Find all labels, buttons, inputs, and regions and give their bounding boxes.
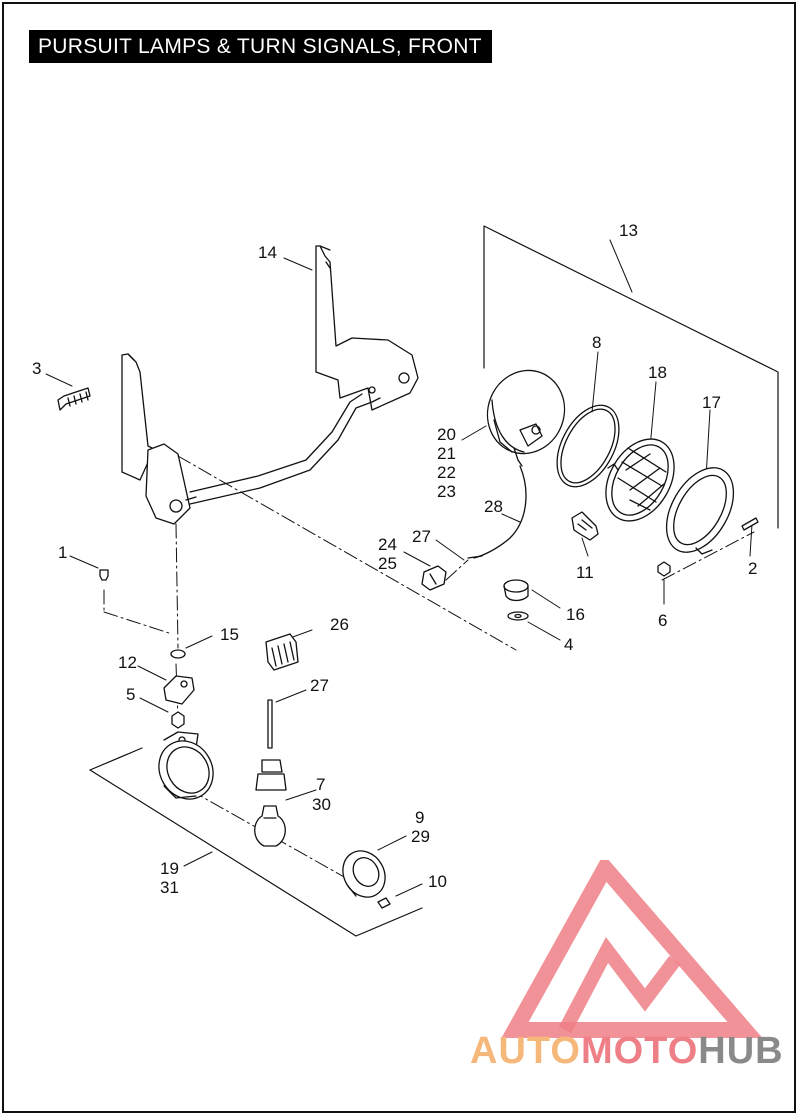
screw-2 (741, 517, 759, 531)
callout-13: 13 (619, 221, 638, 240)
callout-21: 21 (437, 444, 456, 463)
grommet-16 (503, 579, 529, 602)
nut-6 (657, 561, 671, 577)
callout-7: 7 (316, 775, 325, 794)
turn-signal-housing-19 (158, 731, 214, 800)
socket-7 (255, 699, 287, 791)
callout-10: 10 (428, 872, 447, 891)
lamp-housing-20 (486, 369, 566, 467)
callout-30: 30 (312, 795, 331, 814)
connector-24 (421, 565, 447, 591)
callout-22: 22 (437, 463, 456, 482)
callout-1: 1 (58, 543, 67, 562)
callout-9: 9 (415, 808, 424, 827)
watermark-text: AUTOMOTOHUB (470, 1030, 784, 1073)
callout-28: 28 (484, 497, 503, 516)
callout-8: 8 (592, 333, 601, 352)
callout-6: 6 (658, 611, 667, 630)
callout-17: 17 (702, 393, 721, 412)
callout-31: 31 (160, 878, 179, 897)
clamp-12 (163, 675, 195, 705)
callout-24: 24 (378, 535, 397, 554)
callout-2: 2 (748, 559, 757, 578)
page-title: PURSUIT LAMPS & TURN SIGNALS, FRONT (29, 30, 492, 63)
callout-18: 18 (648, 363, 667, 382)
trim-ring-17 (665, 467, 735, 555)
callout-5: 5 (126, 685, 135, 704)
washer-15 (170, 649, 186, 659)
screw-1 (99, 569, 109, 581)
callout-25: 25 (378, 554, 397, 573)
callout-4: 4 (564, 635, 573, 654)
callout-3: 3 (32, 359, 41, 378)
gasket-8 (556, 404, 620, 488)
callout-29: 29 (411, 827, 430, 846)
callout-12: 12 (118, 653, 137, 672)
watermark-logo-icon (501, 860, 763, 1038)
mounting-bracket (121, 245, 419, 525)
callout-20: 20 (437, 425, 456, 444)
lens-9 (342, 850, 386, 898)
washer-4 (507, 611, 529, 621)
group-bracket-19 (89, 747, 423, 937)
callout-14: 14 (258, 243, 277, 262)
callout-27-lower: 27 (310, 676, 329, 695)
bolt-3 (57, 387, 91, 411)
callout-23: 23 (437, 482, 456, 501)
callout-16: 16 (566, 605, 585, 624)
center-lines (103, 455, 755, 879)
group-bracket-13 (483, 225, 779, 529)
callout-11: 11 (576, 563, 594, 582)
screw-10 (377, 897, 391, 909)
watermark-text-hub: HUB (698, 1030, 784, 1072)
lens-18 (605, 438, 675, 522)
watermark-text-moto: MOTO (580, 1030, 699, 1072)
bulb-30 (254, 805, 286, 847)
wire-harness-28 (467, 465, 527, 559)
callout-26: 26 (330, 615, 349, 634)
bulb-11 (571, 511, 599, 541)
callout-labels: 14 3 13 8 18 17 20 21 22 23 28 27 24 25 … (32, 221, 757, 897)
connector-26 (265, 633, 299, 671)
watermark-text-auto: AUTO (470, 1030, 581, 1072)
callout-19: 19 (160, 859, 179, 878)
leader-lines (45, 239, 753, 897)
nut-5 (171, 711, 185, 729)
callout-15: 15 (220, 625, 239, 644)
callout-27-upper: 27 (412, 527, 431, 546)
